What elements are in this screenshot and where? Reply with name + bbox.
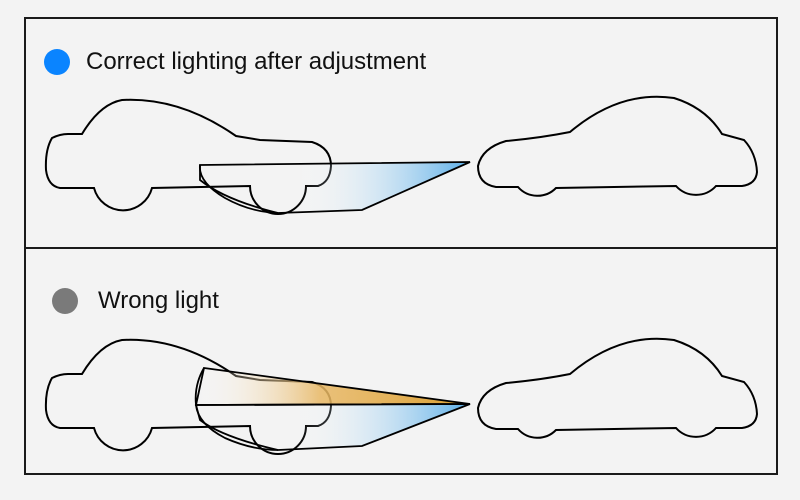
front-car-top	[476, 95, 759, 197]
headlight-outline-top	[199, 164, 279, 214]
blue-dot-icon	[44, 49, 70, 75]
legend-correct: Correct lighting after adjustment	[44, 48, 426, 76]
legend-wrong-label: Wrong light	[98, 287, 219, 314]
diagram-frame	[24, 17, 778, 475]
front-car-bottom	[476, 337, 759, 439]
wrong-light-beam	[194, 366, 471, 406]
legend-wrong: Wrong light	[52, 287, 219, 315]
gray-dot-icon	[52, 288, 78, 314]
correct-light-beam-top	[199, 161, 471, 214]
panel-divider	[24, 247, 778, 249]
legend-correct-label: Correct lighting after adjustment	[86, 48, 427, 75]
headlight-outline-bottom	[194, 367, 279, 451]
